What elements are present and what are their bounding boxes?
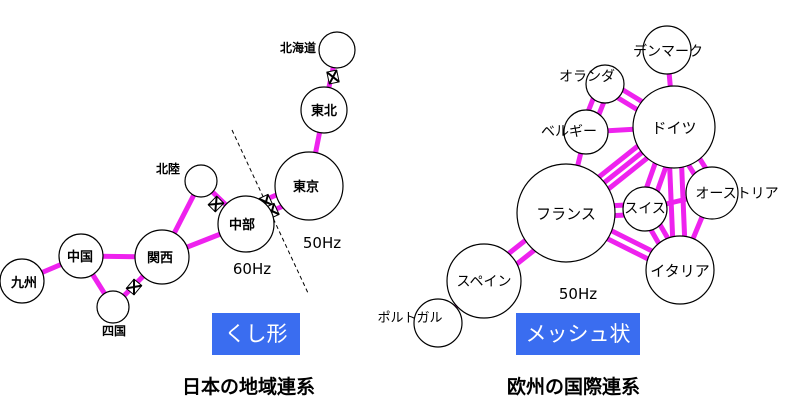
node-hokkaido [318, 31, 356, 69]
label-hokuriku: 北陸 [156, 161, 180, 176]
node-chugoku [58, 233, 104, 279]
label-france: フランス [536, 205, 596, 223]
caption-europe: 欧州の国際連系 [507, 376, 641, 398]
node-tokyo [274, 151, 344, 221]
node-france [516, 163, 616, 263]
node-germany [632, 85, 716, 169]
node-kansai [134, 229, 190, 285]
label-shikoku: 四国 [102, 324, 126, 338]
caption-japan: 日本の地域連系 [182, 376, 316, 398]
node-italy [645, 235, 715, 305]
label-hokkaido: 北海道 [280, 40, 316, 55]
node-portugal [413, 298, 463, 348]
label-austria: オーストリア [695, 186, 778, 202]
freq-east-label: 50Hz [303, 234, 341, 252]
europe-network: デンマーク オランダ ベルギー ドイツ フランス スイス オーストリア イタリア… [377, 25, 779, 348]
frequency-boundary-line [231, 129, 309, 294]
node-chubu [217, 195, 275, 253]
node-austria [685, 166, 739, 220]
label-tokyo: 東京 [293, 179, 319, 195]
label-chubu: 中部 [229, 217, 255, 233]
label-kyushu: 九州 [10, 276, 37, 291]
node-kyushu [0, 258, 45, 304]
label-germany: ドイツ [651, 119, 696, 137]
node-denmark [642, 25, 692, 75]
label-denmark: デンマーク [633, 43, 703, 60]
japan-network: 北海道 東北 東京 北陸 中部 関西 中国 九州 四国 50Hz 60Hz [0, 31, 356, 338]
label-belgium: ベルギー [541, 124, 597, 140]
label-portugal: ポルトガル [377, 311, 442, 326]
label-italy: イタリア [650, 262, 709, 280]
label-chugoku: 中国 [67, 249, 93, 265]
node-shikoku [96, 290, 130, 324]
tag-mesh-type: メッシュ状 [516, 313, 640, 355]
node-hokuriku [184, 164, 218, 198]
converter-icon [207, 195, 225, 213]
freq-west-label: 60Hz [233, 260, 271, 278]
label-netherlands: オランダ [559, 69, 615, 85]
label-kansai: 関西 [147, 251, 173, 266]
node-belgium [563, 109, 609, 155]
label-spain: スペイン [456, 274, 511, 290]
node-switzerland [622, 186, 668, 232]
freq-label-europe: 50Hz [559, 285, 597, 303]
node-netherlands [585, 64, 625, 104]
node-tohoku [300, 86, 348, 134]
tag-comb-type: くし形 [212, 313, 300, 355]
converter-icon [326, 69, 340, 85]
converter-icon [125, 278, 143, 296]
label-tohoku: 東北 [311, 103, 337, 119]
node-spain [446, 243, 522, 319]
label-switzerland: スイス [624, 201, 666, 217]
